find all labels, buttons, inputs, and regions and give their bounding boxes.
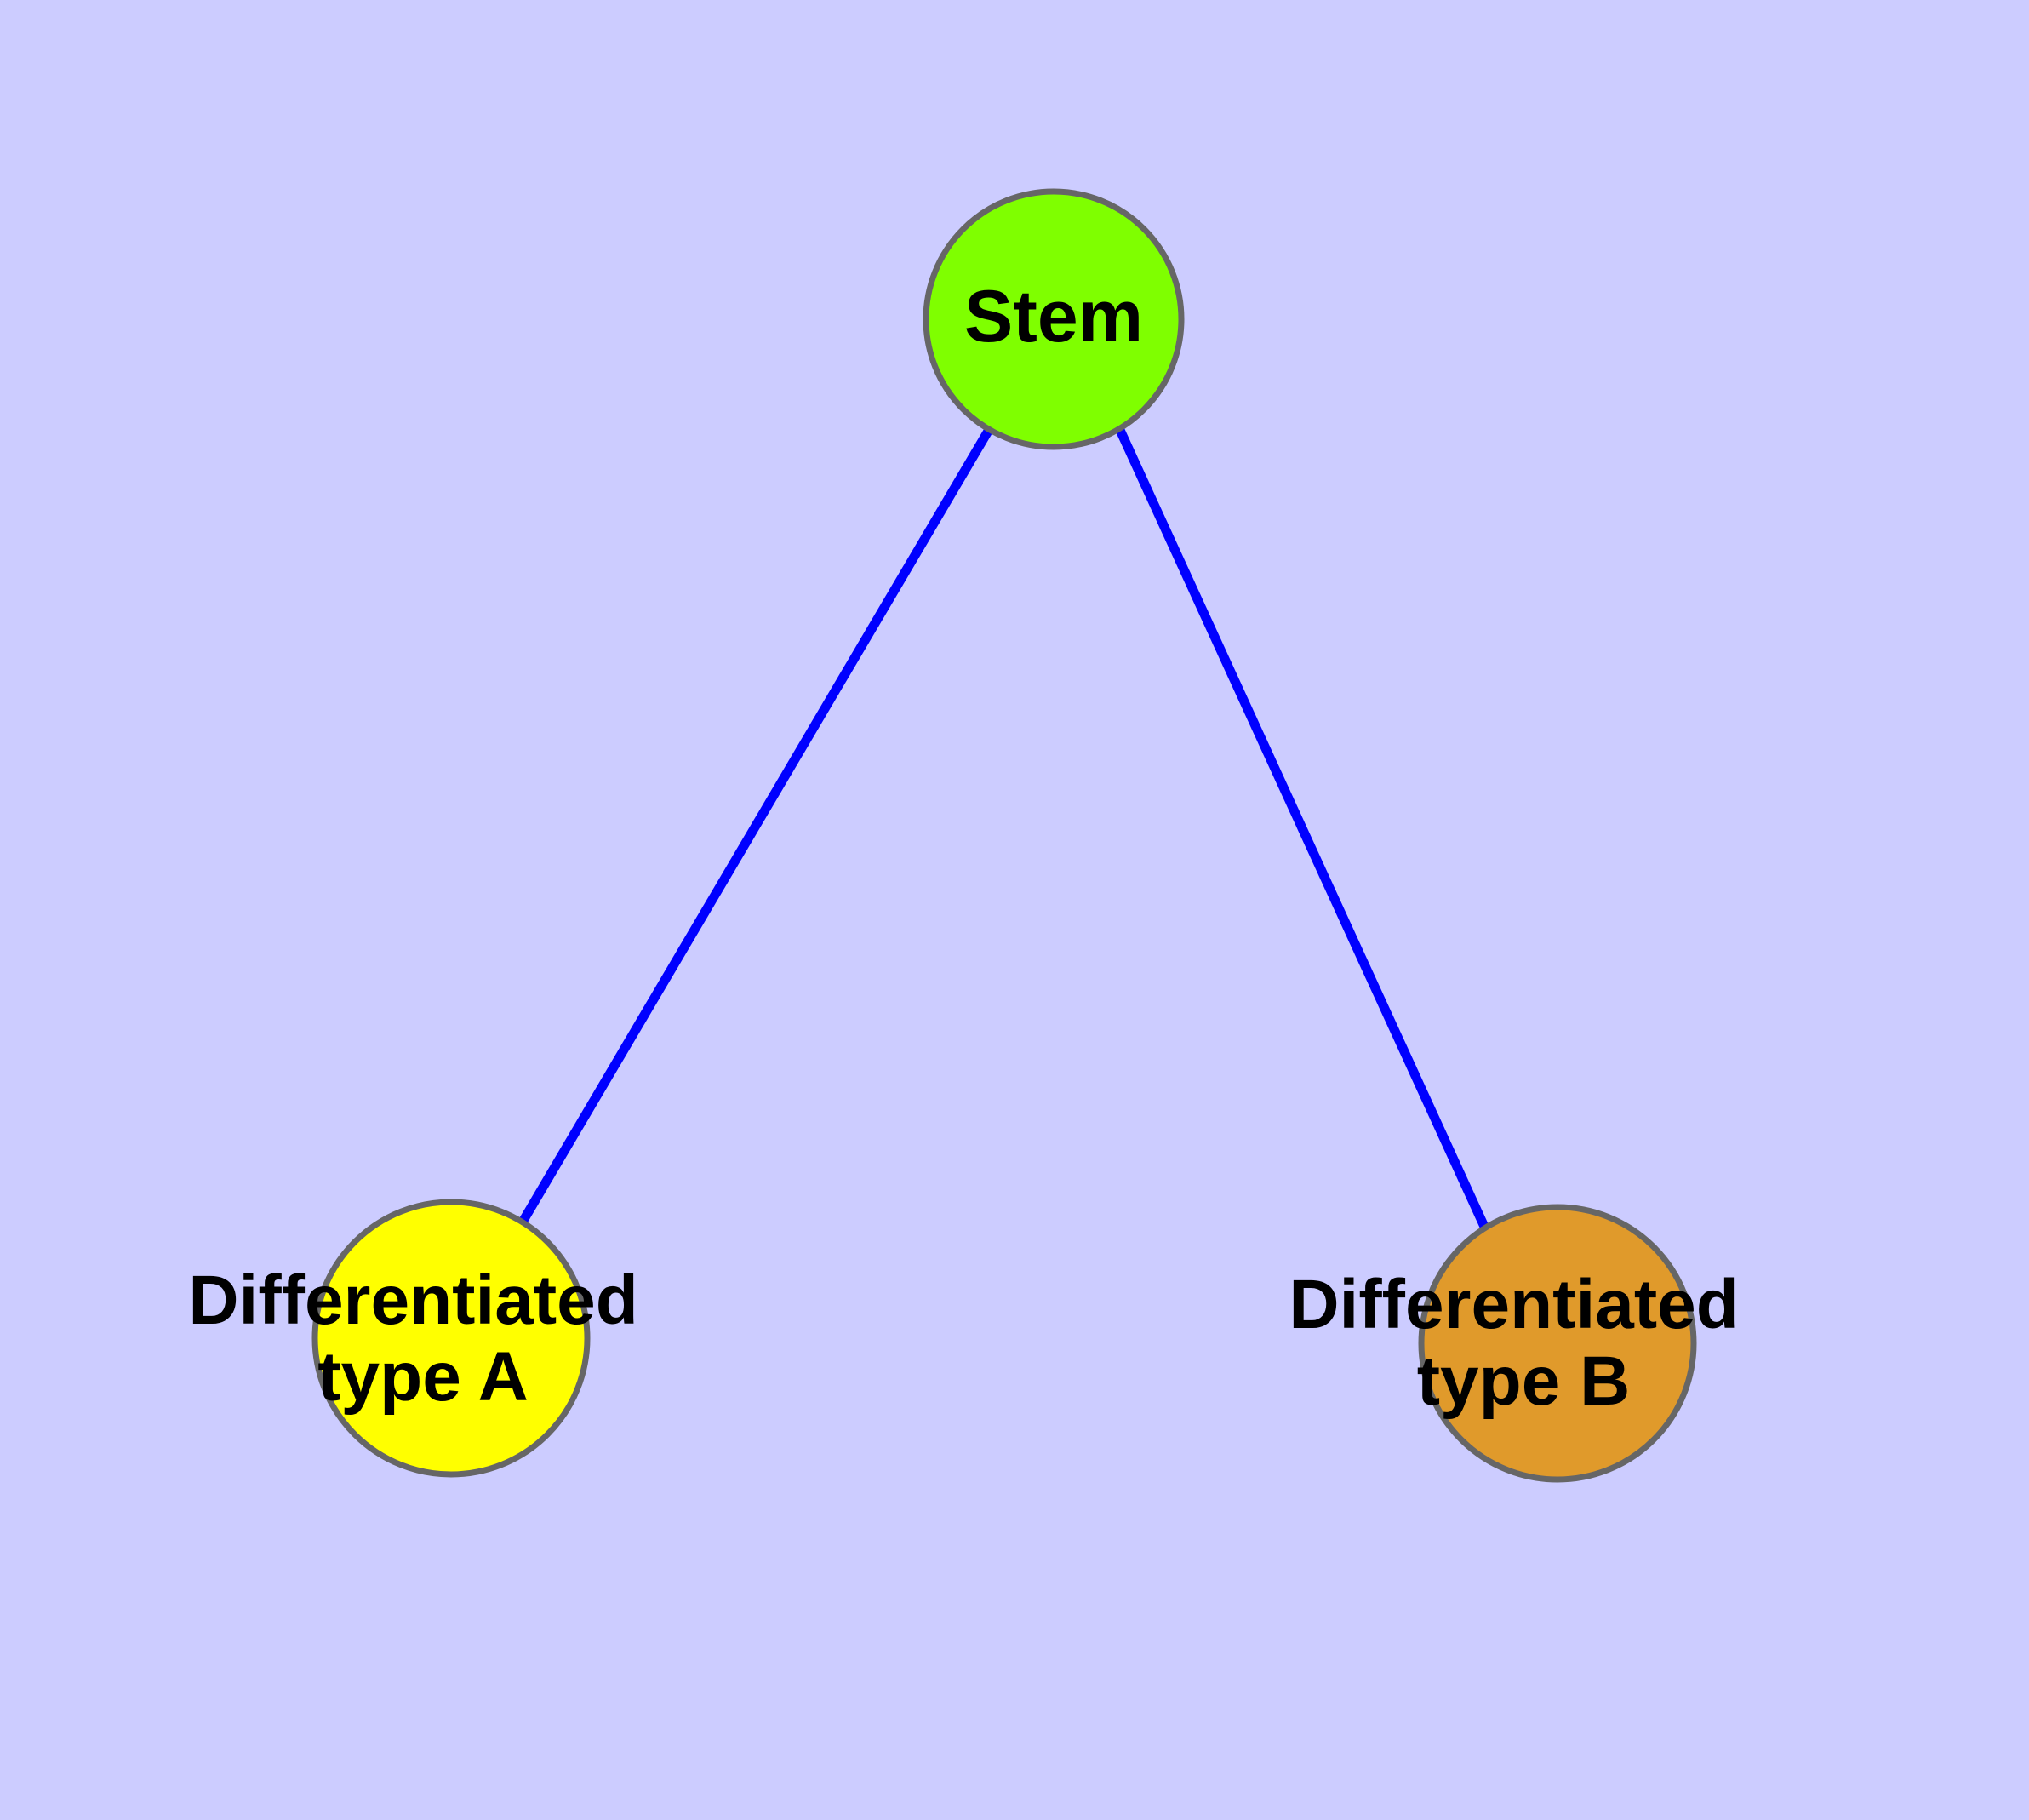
node-differentiated-type-a-label-line-1: Differentiated [188,1262,638,1339]
node-stem-circle[interactable] [923,188,1185,450]
edge-layer [517,426,1490,1231]
node-differentiated-type-b[interactable]: Differentiated type B [1289,1204,1758,1483]
node-differentiated-type-a-label: Differentiated type A [188,1262,657,1416]
node-stem[interactable]: Stem [923,188,1185,450]
node-differentiated-type-a-circle[interactable] [311,1199,591,1478]
node-differentiated-type-b-label-line-2: type B [1417,1342,1631,1420]
edge-stem-to-differentiated-type-b[interactable] [1114,426,1490,1231]
node-differentiated-type-b-label: Differentiated type B [1289,1266,1758,1420]
node-stem-label-line-1: Stem [964,276,1143,358]
node-layer: Stem Differentiated type A Differentiate… [188,188,1758,1483]
node-differentiated-type-a-label-line-2: type A [317,1338,529,1416]
edge-stem-to-differentiated-type-a[interactable] [517,426,994,1226]
node-stem-label: Stem [964,276,1143,358]
node-differentiated-type-a[interactable]: Differentiated type A [188,1199,657,1478]
node-differentiated-type-b-label-line-1: Differentiated [1289,1266,1739,1343]
node-differentiated-type-b-circle[interactable] [1418,1204,1697,1483]
